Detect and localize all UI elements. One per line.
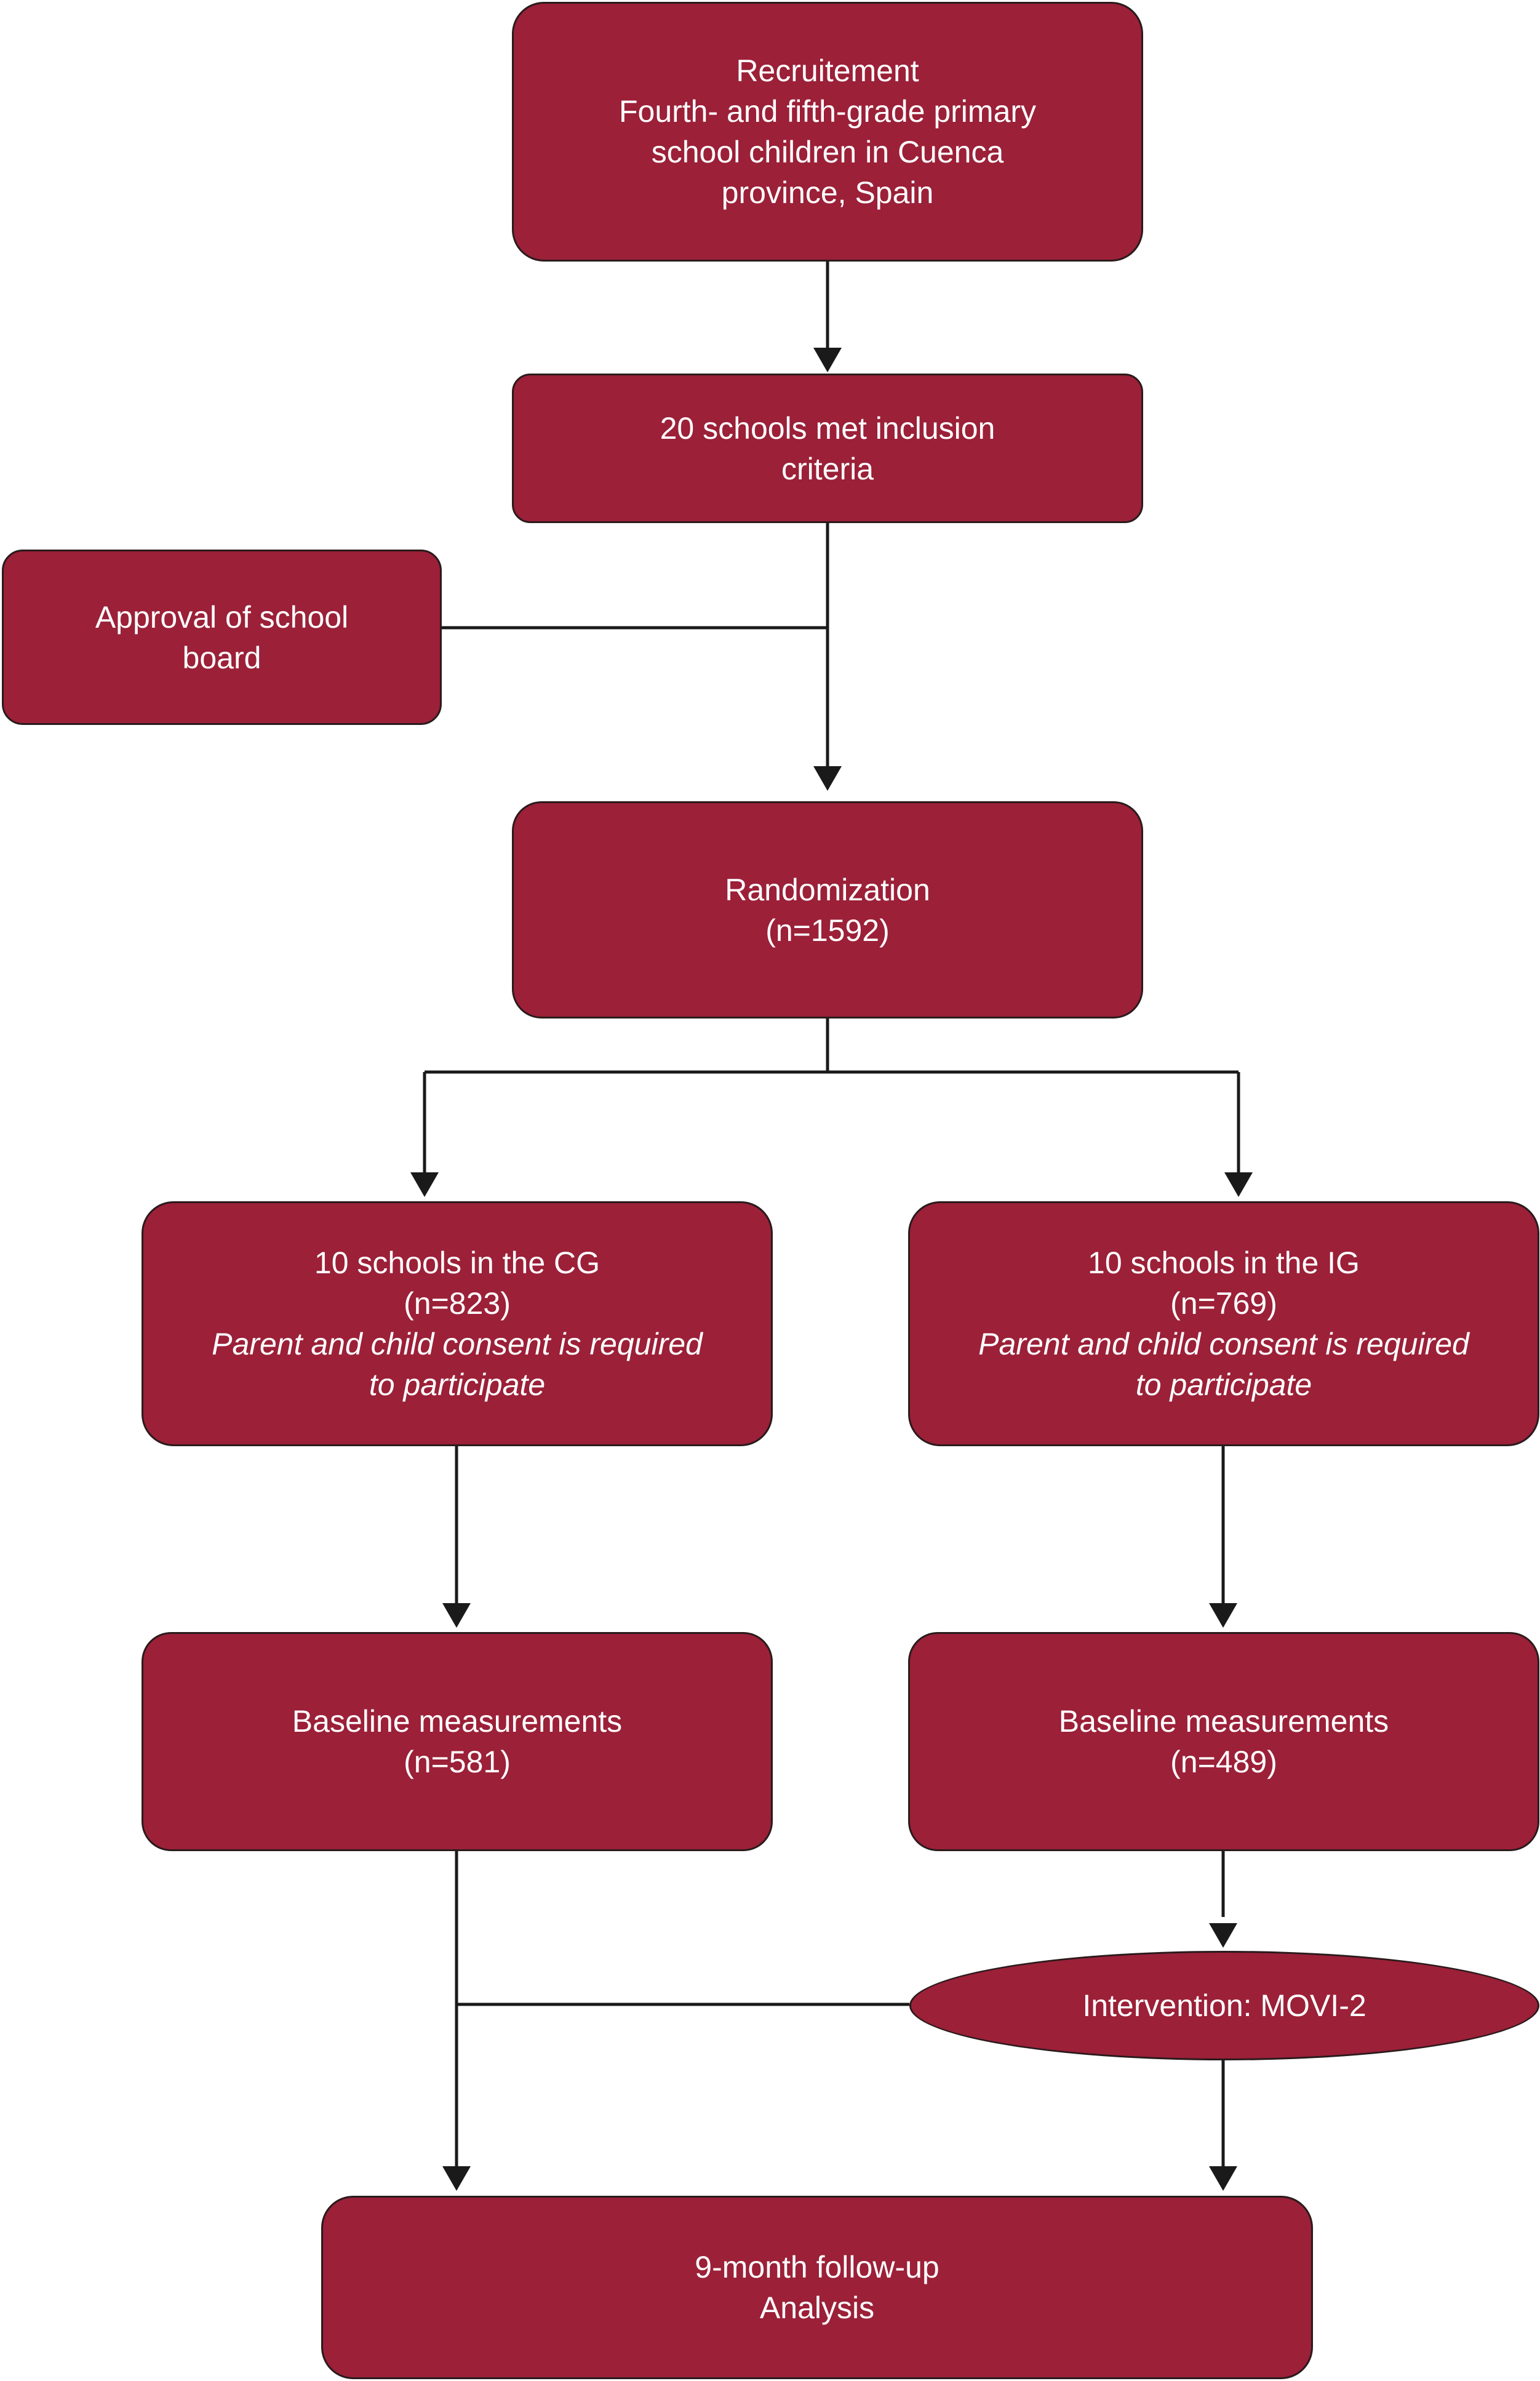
randomization-line-2: (n=1592) <box>765 913 890 948</box>
arrowhead <box>442 1603 471 1628</box>
recruitment-line-2: Fourth- and fifth-grade primary <box>618 94 1037 129</box>
arrowhead <box>813 766 842 791</box>
intervention-label: Intervention: MOVI-2 <box>1082 1988 1366 2023</box>
approval-line-2: board <box>182 640 261 675</box>
intervention-group-box: 10 schools in the IG (n=769) Parent and … <box>908 1201 1539 1446</box>
followup-line-1: 9-month follow-up <box>695 2250 940 2284</box>
baseline-ig-line-1: Baseline measurements <box>1058 1704 1389 1739</box>
arrowhead <box>813 348 842 372</box>
cg-line-1: 10 schools in the CG <box>314 1246 600 1280</box>
ig-line-1: 10 schools in the IG <box>1088 1246 1360 1280</box>
baseline-cg-box: Baseline measurements (n=581) <box>142 1632 773 1851</box>
arrowhead <box>1209 1603 1237 1628</box>
arrowhead <box>1209 1923 1237 1948</box>
baseline-ig-box: Baseline measurements (n=489) <box>908 1632 1539 1851</box>
baseline-cg-line-1: Baseline measurements <box>292 1704 623 1739</box>
control-group-box: 10 schools in the CG (n=823) Parent and … <box>142 1201 773 1446</box>
cg-line-2: (n=823) <box>404 1286 511 1321</box>
arrowhead <box>410 1172 439 1197</box>
inclusion-line-1: 20 schools met inclusion <box>660 410 995 446</box>
inclusion-criteria-box: 20 schools met inclusion criteria <box>512 374 1143 523</box>
baseline-cg-line-2: (n=581) <box>404 1745 511 1779</box>
ig-note-line-1: Parent and child consent is required <box>978 1327 1469 1361</box>
followup-box: 9-month follow-up Analysis <box>321 2196 1313 2379</box>
arrowhead <box>1209 2166 1237 2191</box>
intervention-oval: Intervention: MOVI-2 <box>909 1951 1539 2060</box>
baseline-ig-line-2: (n=489) <box>1170 1745 1277 1779</box>
arrowhead <box>442 2166 471 2191</box>
cg-note-line-2: to participate <box>369 1367 546 1402</box>
randomization-box: Randomization (n=1592) <box>512 801 1143 1018</box>
approval-box: Approval of school board <box>2 550 442 725</box>
cg-note-line-1: Parent and child consent is required <box>212 1327 703 1361</box>
randomization-line-1: Randomization <box>725 872 930 907</box>
followup-line-2: Analysis <box>759 2291 875 2325</box>
ig-line-2: (n=769) <box>1170 1286 1277 1321</box>
recruitment-line-4: province, Spain <box>721 175 934 210</box>
recruitment-line-3: school children in Cuenca <box>651 135 1004 169</box>
recruitment-box: Recruitement Fourth- and fifth-grade pri… <box>512 2 1143 262</box>
inclusion-line-2: criteria <box>781 451 874 486</box>
recruitment-line-1: Recruitement <box>736 54 919 88</box>
approval-line-1: Approval of school <box>95 599 349 634</box>
ig-note-line-2: to participate <box>1135 1367 1312 1402</box>
arrowhead <box>1224 1172 1253 1197</box>
